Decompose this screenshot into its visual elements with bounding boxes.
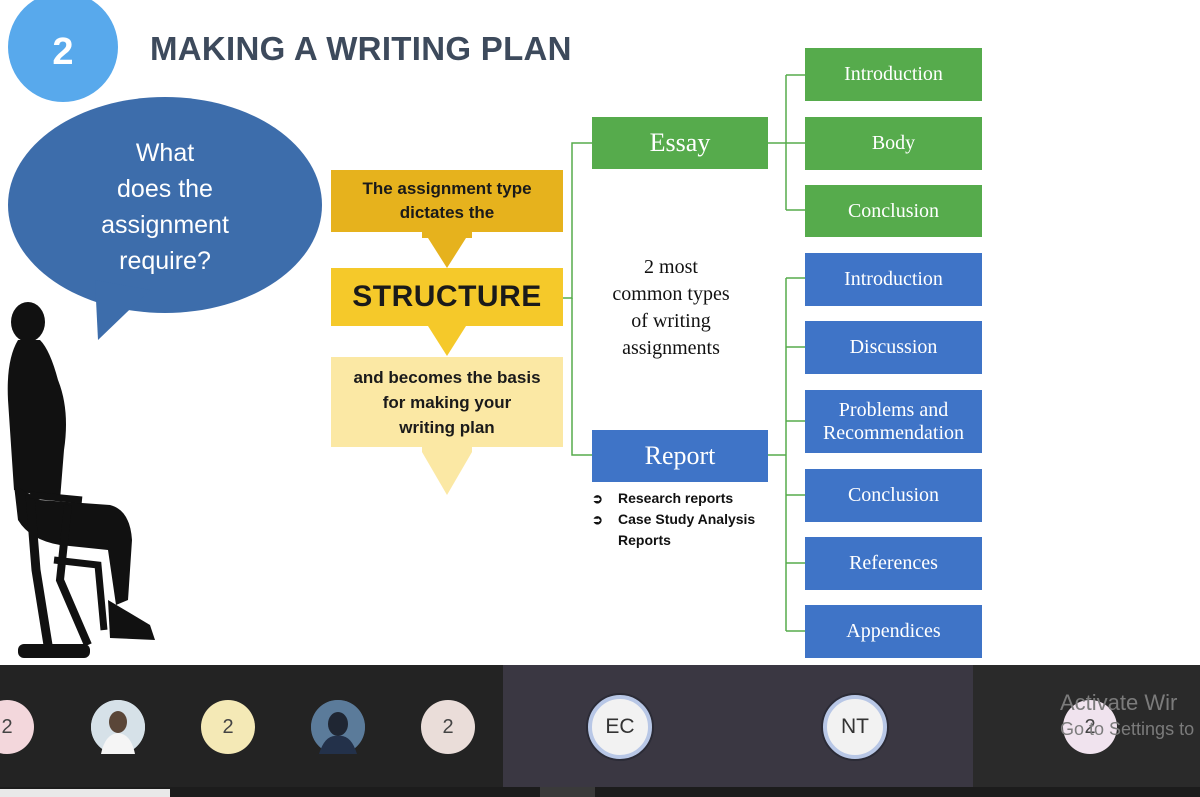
report-section-references: References — [805, 537, 982, 590]
box-line: Recommendation — [822, 421, 965, 444]
flow-step-structure: STRUCTURE — [331, 268, 563, 326]
list-item-text: Research reports — [618, 490, 734, 506]
bubble-line: require? — [119, 247, 211, 275]
bubble-line: assignment — [101, 211, 229, 239]
arrow-bullet-icon: ➲ — [592, 491, 603, 506]
speech-bubble — [8, 97, 322, 340]
participant-avatar[interactable]: 2 — [201, 700, 255, 754]
slide-title: MAKING A WRITING PLAN — [150, 30, 572, 67]
center-caption: 2 most common types of writing assignmen… — [586, 254, 756, 362]
down-arrow — [422, 447, 472, 495]
caption-line: common types — [612, 283, 730, 305]
taskbar-strip — [0, 787, 1200, 797]
flow-step-dictates: The assignment type dictates the — [331, 170, 563, 232]
caption-line: of writing — [631, 310, 711, 332]
report-box: Report — [592, 430, 768, 482]
essay-section-body: Body — [805, 117, 982, 170]
thinking-person-silhouette — [7, 302, 155, 658]
bubble-line: What — [135, 139, 195, 167]
activate-windows-watermark: Activate Wir Go to Settings to — [1060, 690, 1194, 742]
box-line: Problems and — [838, 398, 949, 421]
slide-number-badge: 2 — [8, 0, 118, 102]
flow-step-basis: and becomes the basis for making your wr… — [331, 357, 563, 447]
flow-line: The assignment type — [362, 179, 532, 198]
watermark-line: Activate Wir — [1060, 690, 1178, 715]
participant-avatar[interactable]: 2 — [1063, 700, 1117, 754]
essay-section-conclusion: Conclusion — [805, 185, 982, 237]
flow-line: for making your — [382, 393, 512, 412]
flow-line: writing plan — [399, 418, 495, 437]
report-section-conclusion: Conclusion — [805, 469, 982, 522]
arrow-bullet-icon: ➲ — [592, 512, 603, 527]
user-photo-icon — [91, 700, 145, 754]
essay-box: Essay — [592, 117, 768, 169]
participant-avatar[interactable] — [91, 700, 145, 754]
slide-number: 2 — [52, 30, 74, 73]
down-arrow — [428, 326, 466, 356]
caption-line: assignments — [622, 337, 720, 359]
list-item-text: Reports — [618, 532, 671, 548]
report-section-introduction: Introduction — [805, 253, 982, 306]
report-section-problems: Problems and Recommendation — [805, 390, 982, 453]
participant-avatar-speaking[interactable]: NT — [823, 695, 887, 759]
flow-line: and becomes the basis — [353, 368, 541, 387]
essay-section-introduction: Introduction — [805, 48, 982, 101]
participant-avatar[interactable] — [311, 700, 365, 754]
taskbar-segment — [540, 787, 595, 797]
report-section-discussion: Discussion — [805, 321, 982, 374]
bubble-line: does the — [117, 175, 213, 203]
participant-avatar-speaking[interactable]: EC — [588, 695, 652, 759]
flow-line: dictates the — [399, 203, 495, 222]
taskbar-segment — [0, 789, 170, 797]
down-arrow — [422, 232, 472, 268]
list-item: ➲ Research reports — [592, 488, 755, 509]
participant-avatar[interactable]: 2 — [421, 700, 475, 754]
presentation-slide: 2 MAKING A WRITING PLAN What does the as… — [7, 0, 982, 658]
list-item-text: Case Study Analysis — [618, 511, 756, 527]
active-speakers-panel — [503, 665, 973, 787]
caption-line: 2 most — [644, 256, 698, 278]
user-photo-icon — [311, 700, 365, 754]
diagram-connectors — [422, 74, 805, 632]
report-section-appendices: Appendices — [805, 605, 982, 658]
watermark-line: Go to Settings to — [1060, 719, 1195, 739]
speech-bubble-text: What does the assignment require? — [60, 135, 270, 279]
